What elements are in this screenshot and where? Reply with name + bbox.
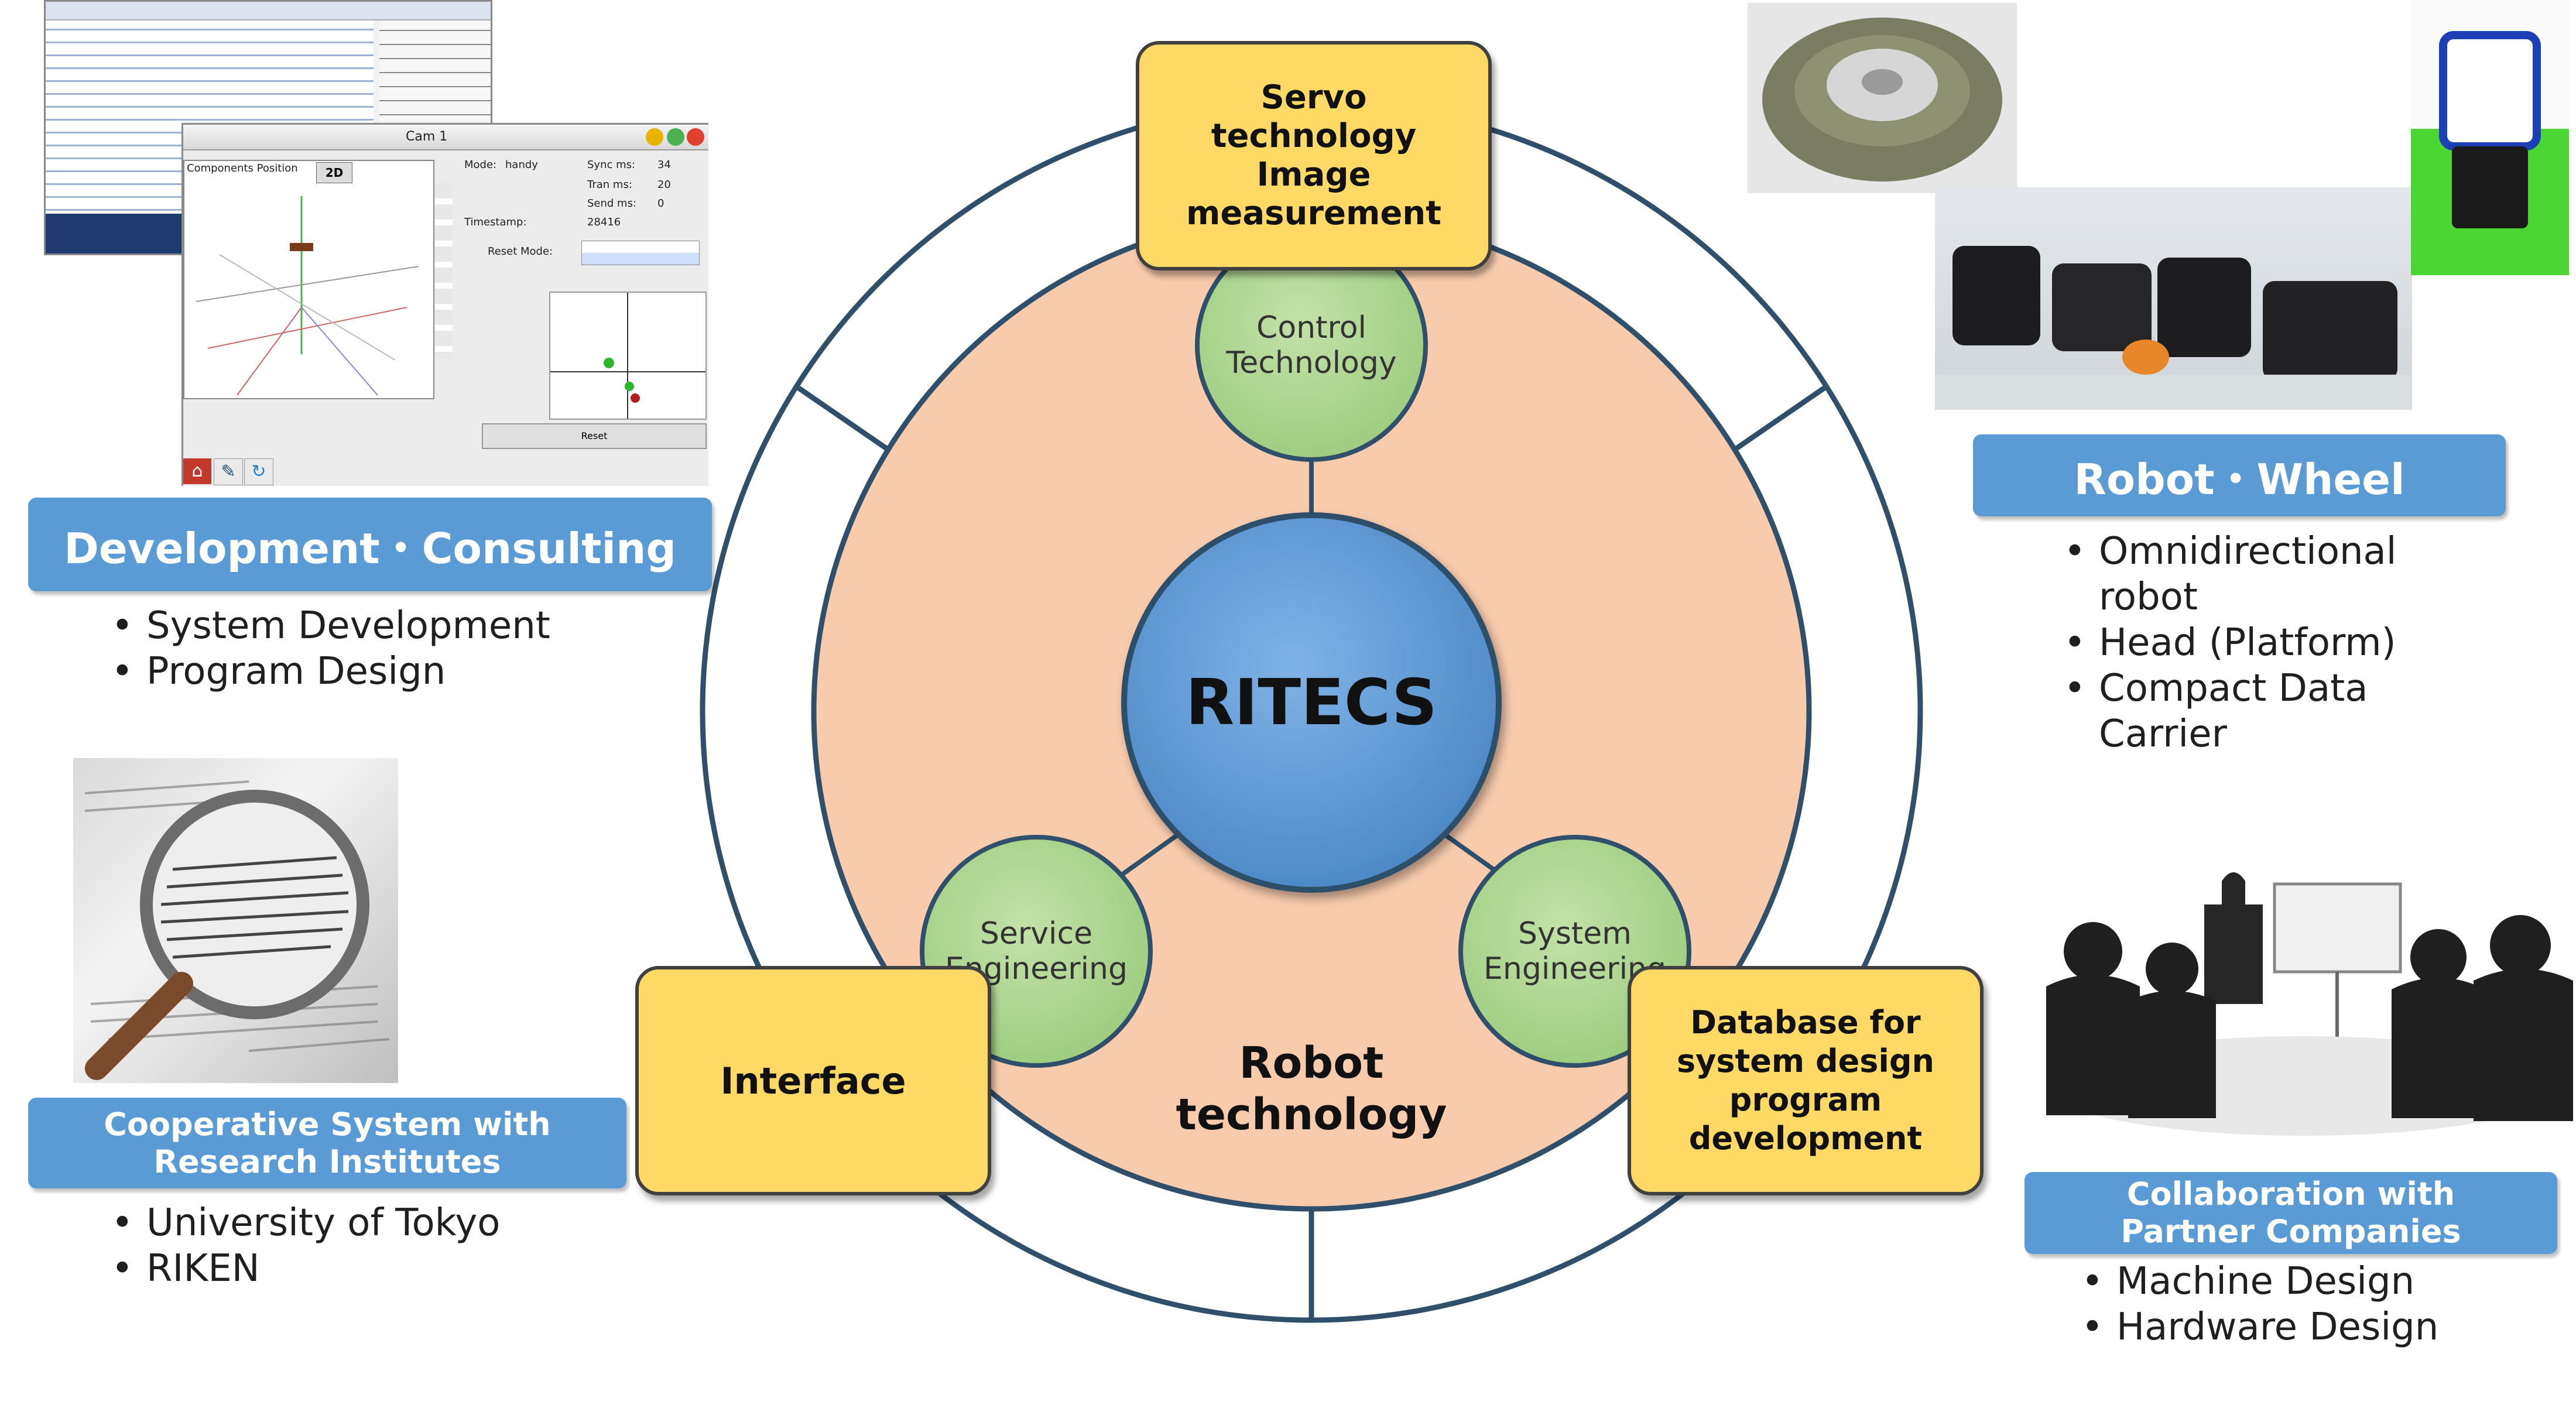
maximize-button[interactable] (667, 128, 684, 146)
magnifier-image (73, 758, 398, 1083)
development-screenshot: Cam 1 Components Position 2D Mode: han (44, 0, 708, 486)
cooperative-system-title: Cooperative System with Research Institu… (104, 1105, 551, 1180)
mode-label: Mode: (464, 159, 497, 171)
collaboration-item: Machine Design (2081, 1259, 2438, 1304)
send-label: Send ms: (587, 197, 637, 210)
collaboration-tag: Collaboration with Partner Companies (2025, 1172, 2557, 1254)
development-list: System Development Program Design (111, 603, 550, 694)
omni-wheel-photo (1748, 3, 2017, 193)
ide-menubar (46, 2, 491, 20)
sync-label: Sync ms: (587, 159, 636, 171)
reset-mode-list[interactable] (581, 241, 700, 265)
mode-value: handy (505, 159, 538, 171)
robot-list: Omnidirectional robot Head (Platform) Co… (2064, 529, 2397, 757)
head-platform-svg (2411, 0, 2569, 228)
minimize-button[interactable] (646, 128, 663, 146)
control-technology-label: Control Technology (1226, 310, 1397, 381)
development-item: Program Design (111, 649, 550, 694)
cooperative-item: University of Tokyo (111, 1200, 500, 1246)
sync-value: 34 (657, 159, 671, 171)
meeting-image (2029, 858, 2576, 1150)
reset-mode-label: Reset Mode: (488, 245, 553, 258)
collaboration-list: Machine Design Hardware Design (2081, 1259, 2438, 1350)
timestamp-label: Timestamp: (464, 216, 527, 228)
database-label: Database for system design program devel… (1676, 1004, 1934, 1157)
collaboration-title: Collaboration with Partner Companies (2121, 1176, 2461, 1250)
timestamp-value: 28416 (587, 216, 621, 228)
tran-label: Tran ms: (587, 179, 632, 191)
meeting-svg (2046, 872, 2573, 1136)
robots-svg (1935, 246, 2412, 410)
cam-title: Cam 1 (406, 129, 448, 144)
position-plot-svg (550, 293, 705, 419)
development-consulting-tag: Development・Consulting (28, 498, 712, 591)
components-position-title: Components Position (187, 162, 298, 174)
close-button[interactable] (687, 128, 704, 146)
position-plot (549, 292, 707, 420)
collaboration-item: Hardware Design (2081, 1304, 2438, 1350)
interface-box: Interface (635, 966, 991, 1195)
omni-wheel-svg (1762, 18, 2002, 181)
cam-window: Cam 1 Components Position 2D Mode: han (181, 123, 708, 486)
servo-technology-box: Servo technology Image measurement (1136, 41, 1492, 270)
view-2d-toggle[interactable]: 2D (316, 162, 352, 183)
robot-item: Omnidirectional robot (2064, 529, 2397, 620)
send-value: 0 (657, 197, 664, 210)
system-engineering-label: System Engineering (1484, 916, 1666, 986)
3d-view (196, 196, 419, 396)
refresh-icon[interactable]: ↻ (244, 458, 273, 485)
reset-button[interactable]: Reset (482, 423, 707, 449)
cam-titlebar: Cam 1 (183, 125, 708, 150)
reset-button-label: Reset (581, 430, 608, 441)
center-label: RITECS (1186, 666, 1437, 739)
cooperative-system-tag: Cooperative System with Research Institu… (28, 1098, 626, 1188)
robot-item: Compact Data Carrier (2064, 666, 2397, 757)
tool-strip (435, 183, 453, 359)
robot-technology-label: Robot technology (1176, 1038, 1447, 1140)
interface-label: Interface (720, 1059, 906, 1102)
components-position-panel: Components Position 2D (183, 160, 434, 399)
head-platform-photo (2411, 0, 2569, 275)
cooperative-item: RIKEN (111, 1246, 500, 1291)
robot-item: Head (Platform) (2064, 620, 2397, 666)
home-icon[interactable]: ⌂ (183, 458, 211, 484)
ritecs-center-circle (1121, 512, 1502, 893)
development-item: System Development (111, 603, 550, 649)
database-box: Database for system design program devel… (1628, 966, 1984, 1195)
robot-wheel-title: Robot・Wheel (2074, 454, 2405, 504)
development-consulting-title: Development・Consulting (64, 523, 676, 573)
cooperative-list: University of Tokyo RIKEN (111, 1200, 500, 1291)
wrench-icon[interactable]: ✎ (214, 458, 243, 485)
robots-photo (1935, 187, 2412, 410)
tran-value: 20 (657, 179, 671, 191)
servo-technology-label: Servo technology Image measurement (1186, 78, 1441, 232)
magnifier-svg (84, 780, 390, 1080)
robot-wheel-tag: Robot・Wheel (1973, 434, 2506, 516)
